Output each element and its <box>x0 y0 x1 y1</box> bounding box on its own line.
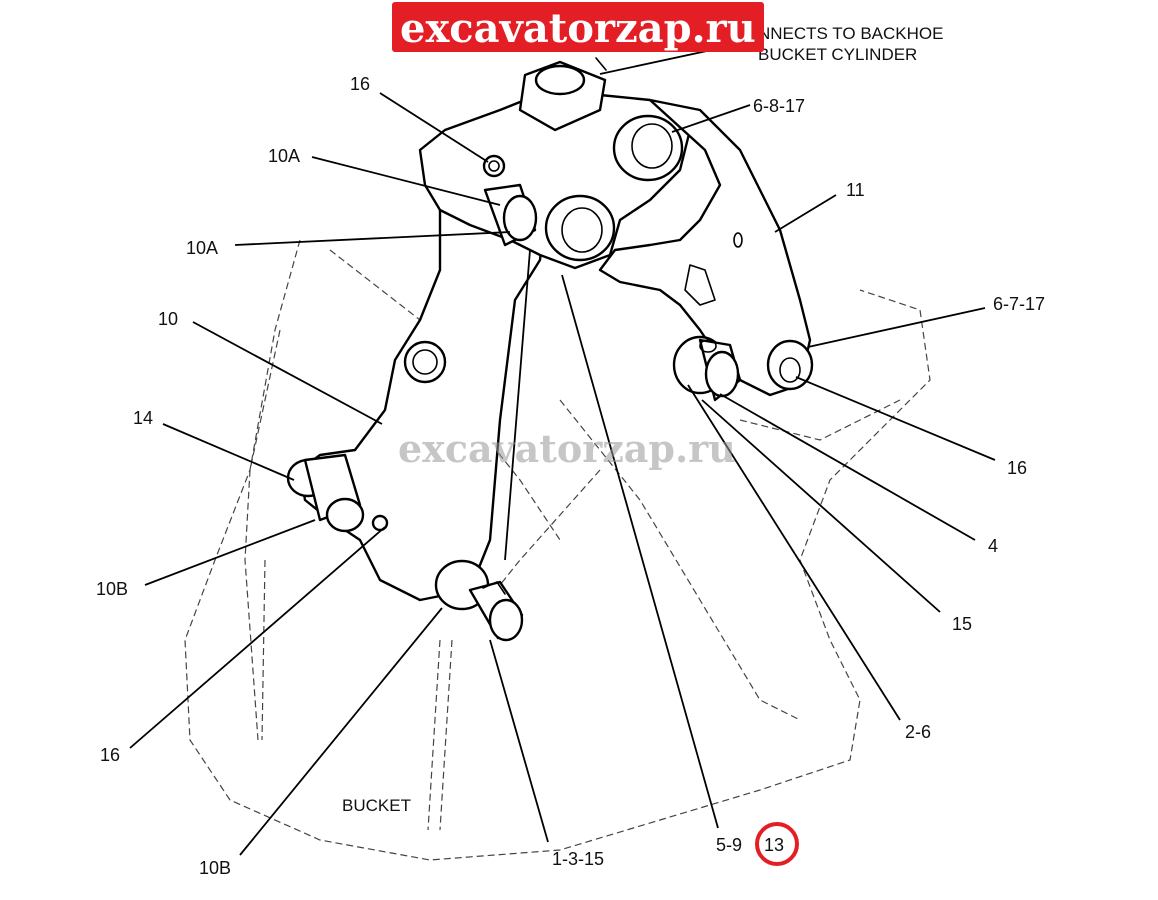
bucket-plate <box>598 98 814 402</box>
callout-4: 4 <box>988 536 998 556</box>
callout-10b-left: 10B <box>96 579 128 599</box>
callout-labels: 16 6-8-17 10A 11 10A 6-7-17 10 14 16 4 1… <box>96 74 1045 878</box>
callout-13: 13 <box>764 835 784 855</box>
callout-10: 10 <box>158 309 178 329</box>
callout-16-right: 16 <box>1007 458 1027 478</box>
highlight-ring <box>755 822 799 866</box>
watermark: excavatorzap.ru <box>398 426 736 471</box>
caption-cylinder-line2: BUCKET CYLINDER <box>758 45 917 64</box>
link-block <box>418 57 692 270</box>
callout-10a-upper: 10A <box>268 146 300 166</box>
caption-bucket: BUCKET <box>342 796 411 815</box>
brand-banner: excavatorzap.ru <box>392 2 764 52</box>
brand-text: excavatorzap.ru <box>400 5 756 52</box>
callout-2-6: 2-6 <box>905 722 931 742</box>
callout-14: 14 <box>133 408 153 428</box>
callout-16-bottom: 16 <box>100 745 120 765</box>
callout-1-3-15: 1-3-15 <box>552 849 604 869</box>
callout-15: 15 <box>952 614 972 634</box>
callout-6-8-17: 6-8-17 <box>753 96 805 116</box>
bucket-linkage <box>286 168 547 642</box>
callout-10b-bottom: 10B <box>199 858 231 878</box>
captions: NNECTS TO BACKHOE BUCKET CYLINDER BUCKET <box>342 24 943 815</box>
callout-16-top: 16 <box>350 74 370 94</box>
callout-11: 11 <box>846 180 865 200</box>
leader-lines <box>129 39 996 856</box>
callout-6-7-17: 6-7-17 <box>993 294 1045 314</box>
bucket-outline <box>184 239 931 861</box>
callout-5-9: 5-9 <box>716 835 742 855</box>
callout-10a-lower: 10A <box>186 238 218 258</box>
caption-cylinder-line1: NNECTS TO BACKHOE <box>758 24 943 43</box>
